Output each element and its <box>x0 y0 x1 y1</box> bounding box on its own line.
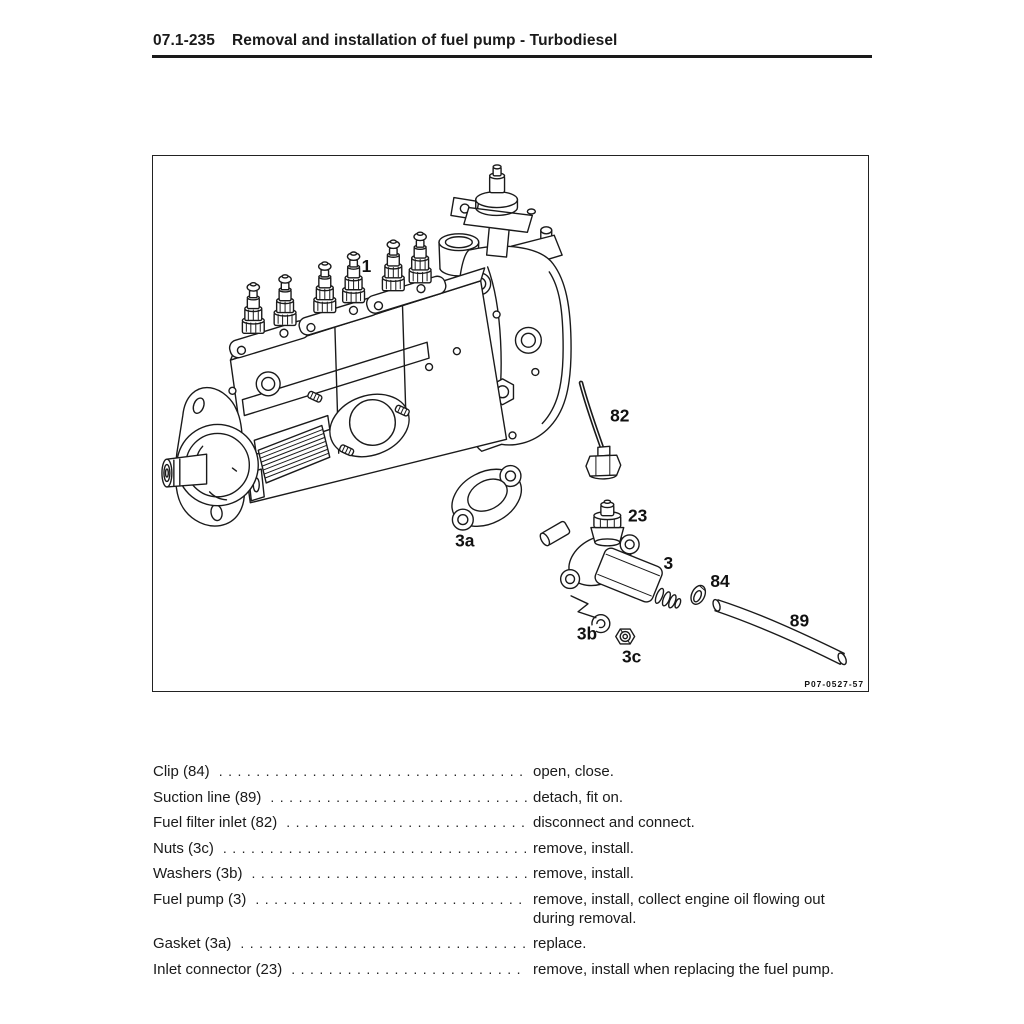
callout-82: 82 <box>610 406 629 426</box>
table-row: Nuts (3c) ..............................… <box>153 839 865 858</box>
gasket-3a <box>451 464 522 531</box>
callout-89: 89 <box>790 611 809 631</box>
supply-pump-cylinder <box>438 233 480 277</box>
callout-3c: 3c <box>622 646 642 666</box>
part-item-label: Nuts (3c) <box>153 839 214 857</box>
table-row: Washers (3b) ...........................… <box>153 864 865 883</box>
procedure-table: Clip (84) ..............................… <box>153 762 865 985</box>
table-row: Inlet connector (23) ...................… <box>153 960 865 979</box>
figure-code: P07-0527-57 <box>804 679 864 689</box>
fuel-pump-diagram: 1 82 23 3a 3 84 89 3b 3c P07-0527-57 <box>161 164 864 689</box>
washer-3b <box>586 614 611 638</box>
dot-leader: ........................................… <box>240 935 527 951</box>
table-row: Fuel pump (3) ..........................… <box>153 890 865 928</box>
part-item-label: Fuel filter inlet (82) <box>153 814 278 831</box>
action-label: replace. <box>533 935 587 952</box>
dot-leader: ........................................… <box>255 890 527 907</box>
drive-hub <box>161 386 259 527</box>
dot-leader: ........................................… <box>218 763 527 779</box>
part-item-label: Gasket (3a) <box>153 935 232 952</box>
fuel-pump-3 <box>539 499 682 619</box>
action-label: remove, install, collect engine oil flow… <box>533 890 825 927</box>
callout-3b: 3b <box>577 624 597 644</box>
dot-leader: ........................................… <box>251 865 527 881</box>
table-row: Suction line (89) ......................… <box>153 788 865 807</box>
table-row: Fuel filter inlet (82) .................… <box>153 813 865 832</box>
action-label: detach, fit on. <box>533 788 624 806</box>
part-item-label: Washers (3b) <box>153 865 243 882</box>
callout-3a: 3a <box>455 530 475 550</box>
page-header: 07.1-235 Removal and installation of fue… <box>153 32 617 50</box>
callout-23: 23 <box>628 506 648 526</box>
action-label: remove, install. <box>533 865 634 882</box>
section-code: 07.1-235 <box>153 32 215 49</box>
callout-84: 84 <box>710 571 730 591</box>
callout-1: 1 <box>362 256 372 276</box>
figure-callouts: 1 82 23 3a 3 84 89 3b 3c <box>362 256 809 666</box>
suction-line-89 <box>712 598 847 666</box>
nut-3c <box>615 628 636 645</box>
action-label: open, close. <box>533 763 614 780</box>
primer-pump <box>450 164 537 258</box>
action-label: disconnect and connect. <box>533 814 695 831</box>
callout-3: 3 <box>664 553 674 573</box>
action-label: remove, install. <box>533 839 634 857</box>
inlet-connector-23 <box>590 499 625 547</box>
dot-leader: ........................................… <box>270 788 527 805</box>
part-item-label: Inlet connector (23) <box>153 960 283 978</box>
figure-frame: 1 82 23 3a 3 84 89 3b 3c P07-0527-57 <box>152 155 869 692</box>
table-row: Clip (84) ..............................… <box>153 762 865 781</box>
page-title: Removal and installation of fuel pump - … <box>232 32 618 49</box>
part-item-label: Fuel pump (3) <box>153 890 247 908</box>
fuel-filter-inlet-line <box>578 380 622 480</box>
dot-leader: ........................................… <box>222 839 527 856</box>
header-rule <box>152 55 872 58</box>
part-item-label: Clip (84) <box>153 763 210 780</box>
clip-84 <box>690 584 707 605</box>
dot-leader: ........................................… <box>291 960 527 977</box>
action-label: remove, install when replacing the fuel … <box>533 960 834 978</box>
table-row: Gasket (3a) ............................… <box>153 934 865 953</box>
dot-leader: ........................................… <box>286 814 527 830</box>
part-item-label: Suction line (89) <box>153 788 262 806</box>
